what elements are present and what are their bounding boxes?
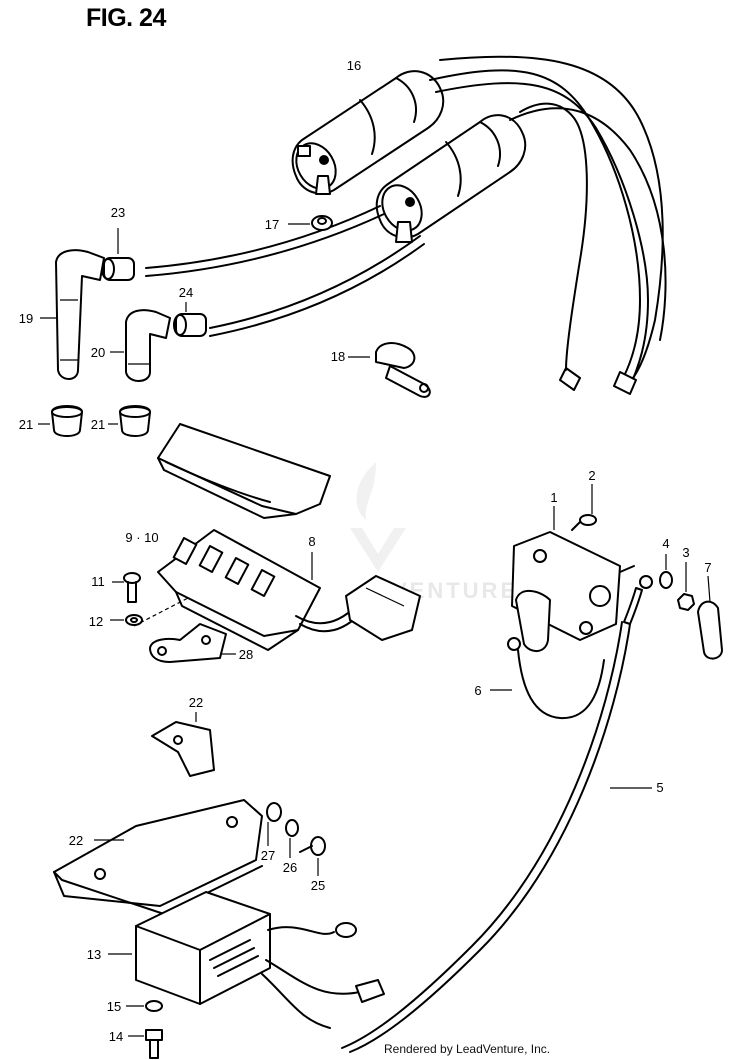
- callout-17: 17: [265, 217, 279, 232]
- callout-24: 22: [189, 695, 203, 710]
- ht-leads: [145, 205, 425, 337]
- callout-1: 1: [550, 490, 557, 505]
- callout-18: 18: [331, 349, 345, 364]
- callout-25: 25: [311, 878, 325, 893]
- lock-washer-26: [285, 819, 299, 858]
- lead-wire-6: [490, 637, 605, 720]
- callout-13: 13: [87, 947, 101, 962]
- callout-2: 2: [588, 468, 595, 483]
- coil-rear: [291, 70, 445, 195]
- seal-21-right: [108, 405, 151, 437]
- callout-21-left: 21: [19, 417, 33, 432]
- callout-28: 28: [239, 647, 253, 662]
- nut-3: [677, 562, 695, 611]
- watermark-logo: [350, 462, 406, 572]
- callout-12: 12: [89, 614, 103, 629]
- coil-front: [375, 114, 527, 243]
- callout-7: 7: [704, 560, 711, 575]
- lead-wire-5: [341, 575, 653, 1053]
- washer-27: [266, 802, 282, 846]
- washer-4: [659, 554, 673, 589]
- callout-6: 6: [474, 683, 481, 698]
- figure-title: FIG. 24: [86, 4, 166, 32]
- plug-cap-20: [110, 309, 171, 382]
- terminal-cover-7: [697, 575, 723, 660]
- clamp-18: [348, 342, 431, 398]
- callout-27: 27: [261, 848, 275, 863]
- callout-3: 3: [682, 545, 689, 560]
- plug-cap-19: [40, 249, 105, 380]
- cap-22-upper: [101, 228, 135, 281]
- callout-26: 26: [283, 860, 297, 875]
- callout-4: 4: [662, 536, 669, 551]
- relay-1: [511, 506, 635, 652]
- callout-8: 8: [308, 534, 315, 549]
- callout-21-right: 21: [91, 417, 105, 432]
- washer-15: [126, 1000, 163, 1012]
- callout-20: 20: [91, 345, 105, 360]
- callout-19: 19: [19, 311, 33, 326]
- rectifier-13: [108, 891, 385, 1029]
- callout-23: 22: [69, 833, 83, 848]
- bracket-28: [149, 623, 236, 663]
- callout-11: 11: [91, 574, 105, 589]
- screw-25: [299, 836, 326, 876]
- fuse-box-cover: [157, 423, 331, 519]
- callout-5: 5: [656, 780, 663, 795]
- callout-9-10: 9 · 10: [125, 530, 158, 545]
- ignition-coil-16: [291, 55, 667, 395]
- cap-22-lower: [173, 302, 207, 337]
- screw-11: [112, 572, 141, 603]
- callout-16: 16: [347, 58, 361, 73]
- plate-23: [53, 799, 263, 915]
- callout-22-upper: 23: [111, 205, 125, 220]
- callout-22-lower: 24: [179, 285, 193, 300]
- callout-14: 14: [109, 1029, 123, 1044]
- seal-21-left: [38, 405, 83, 437]
- render-credit: Rendered by LeadVenture, Inc.: [384, 1042, 551, 1056]
- bracket-24: [151, 712, 215, 777]
- fuse-box-8: [157, 529, 421, 651]
- washer-12: [110, 597, 189, 627]
- callout-15: 15: [107, 999, 121, 1014]
- nut-17: [288, 215, 333, 231]
- screw-2: [571, 484, 597, 531]
- bolt-14: [128, 1029, 163, 1059]
